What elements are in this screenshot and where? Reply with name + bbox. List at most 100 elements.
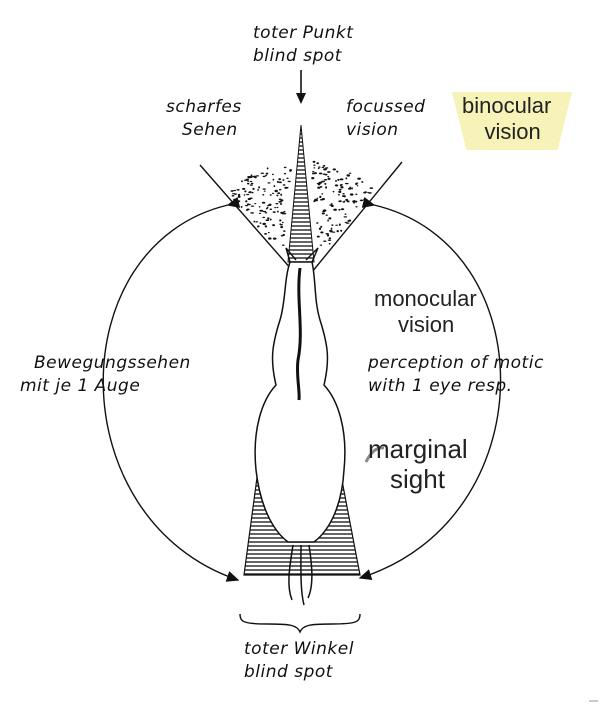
stipple-dot [322,210,326,213]
stipple-dot [353,201,355,204]
stipple-dot [328,237,332,240]
stipple-dot [275,203,279,205]
stipple-dot [240,205,243,208]
stipple-dot [316,162,320,165]
stipple-dot [316,182,321,185]
stipple-dot [248,191,252,194]
stipple-dot [265,208,268,210]
stipple-dot [286,177,289,179]
stipple-dot [267,231,270,234]
stipple-dot [232,193,236,195]
stipple-dot [277,192,281,195]
stipple-dot [321,180,325,183]
stipple-dot [248,175,253,179]
stipple-dot [342,201,346,203]
stipple-dot [339,178,344,181]
stipple-dot [244,190,247,193]
binocular-vision-label: binocular vision [462,93,552,144]
stipple-dot [344,213,347,215]
focused-vision-label: focussed vision [346,97,426,140]
stipple-dot [316,222,319,224]
stipple-dot [328,242,331,245]
stipple-dot [325,214,328,216]
stipple-dot [269,208,272,210]
stipple-dot [266,167,269,170]
stipple-dot [265,172,269,175]
right-field-line [311,161,403,273]
stipple-dot [237,200,241,203]
stipple-dot [369,187,374,189]
stipple-dot [250,212,255,214]
stipple-dot [262,210,267,213]
grey-scribble [364,446,385,463]
stipple-dot [267,182,271,184]
stipple-dot [338,188,342,191]
stipple-dot [320,225,323,228]
stipple-dot [323,168,327,171]
stipple-dot [264,212,268,214]
stipple-dot [233,189,237,192]
stipple-dot [312,160,316,163]
stipple-dot [317,167,320,170]
stipple-dot [335,179,337,182]
stipple-dot [321,193,324,195]
sharp-vision-label: scharfes Sehen [166,97,242,140]
frontal-blind-wedge [287,124,315,263]
stipple-dot [279,219,282,222]
stipple-dot [233,198,237,201]
stipple-dot [359,199,364,202]
stipple-dot [258,212,262,215]
stipple-dot [265,174,267,177]
stipple-dot [332,168,336,171]
stipple-dot [346,200,350,203]
stipple-dot [263,190,266,192]
stipple-dot [326,234,330,237]
stipple-dot [257,188,259,191]
stipple-dot [267,205,270,207]
stipple-dot [321,212,325,215]
stipple-dot [345,198,349,201]
stipple-dot [331,231,336,233]
stipple-dot [311,172,315,175]
stipple-dot [318,181,323,184]
stipple-dot [274,189,278,193]
stipple-dot [327,239,332,241]
stipple-dot [316,235,320,238]
stipple-dot [334,184,339,187]
stipple-dot [336,229,339,233]
stipple-dot [321,166,325,169]
stipple-dot [317,184,321,186]
stipple-dot [243,194,246,196]
left-field-arc [102,196,241,582]
stipple-dot [330,204,334,208]
stipple-dot [339,184,342,187]
stipple-dot [259,209,264,212]
left-field-line [199,164,293,271]
stipple-dot [363,191,367,194]
horse-mane [295,267,302,401]
stipple-dot [283,210,286,213]
stipple-dot [246,203,250,206]
stipple-dot [343,216,348,218]
stipple-dot [280,193,283,196]
stipple-dot [249,184,253,186]
stipple-dot [338,208,341,211]
stipple-dot [269,218,272,221]
stipple-dot [269,194,272,196]
stipple-dot [318,172,323,175]
stipple-dot [267,217,270,220]
stipple-dot [317,186,321,189]
stipple-dot [284,186,288,189]
stipple-dot [254,202,257,205]
stipple-dot [281,244,285,246]
stipple-dot [241,180,243,183]
stipple-dot [236,188,240,191]
stipple-dot [319,186,323,188]
stipple-dot [276,206,279,209]
stipple-dot [311,176,315,180]
stipple-dot [325,186,328,189]
stipple-dot [335,224,339,226]
stipple-dot [262,175,266,178]
stipple-dot [253,220,256,223]
